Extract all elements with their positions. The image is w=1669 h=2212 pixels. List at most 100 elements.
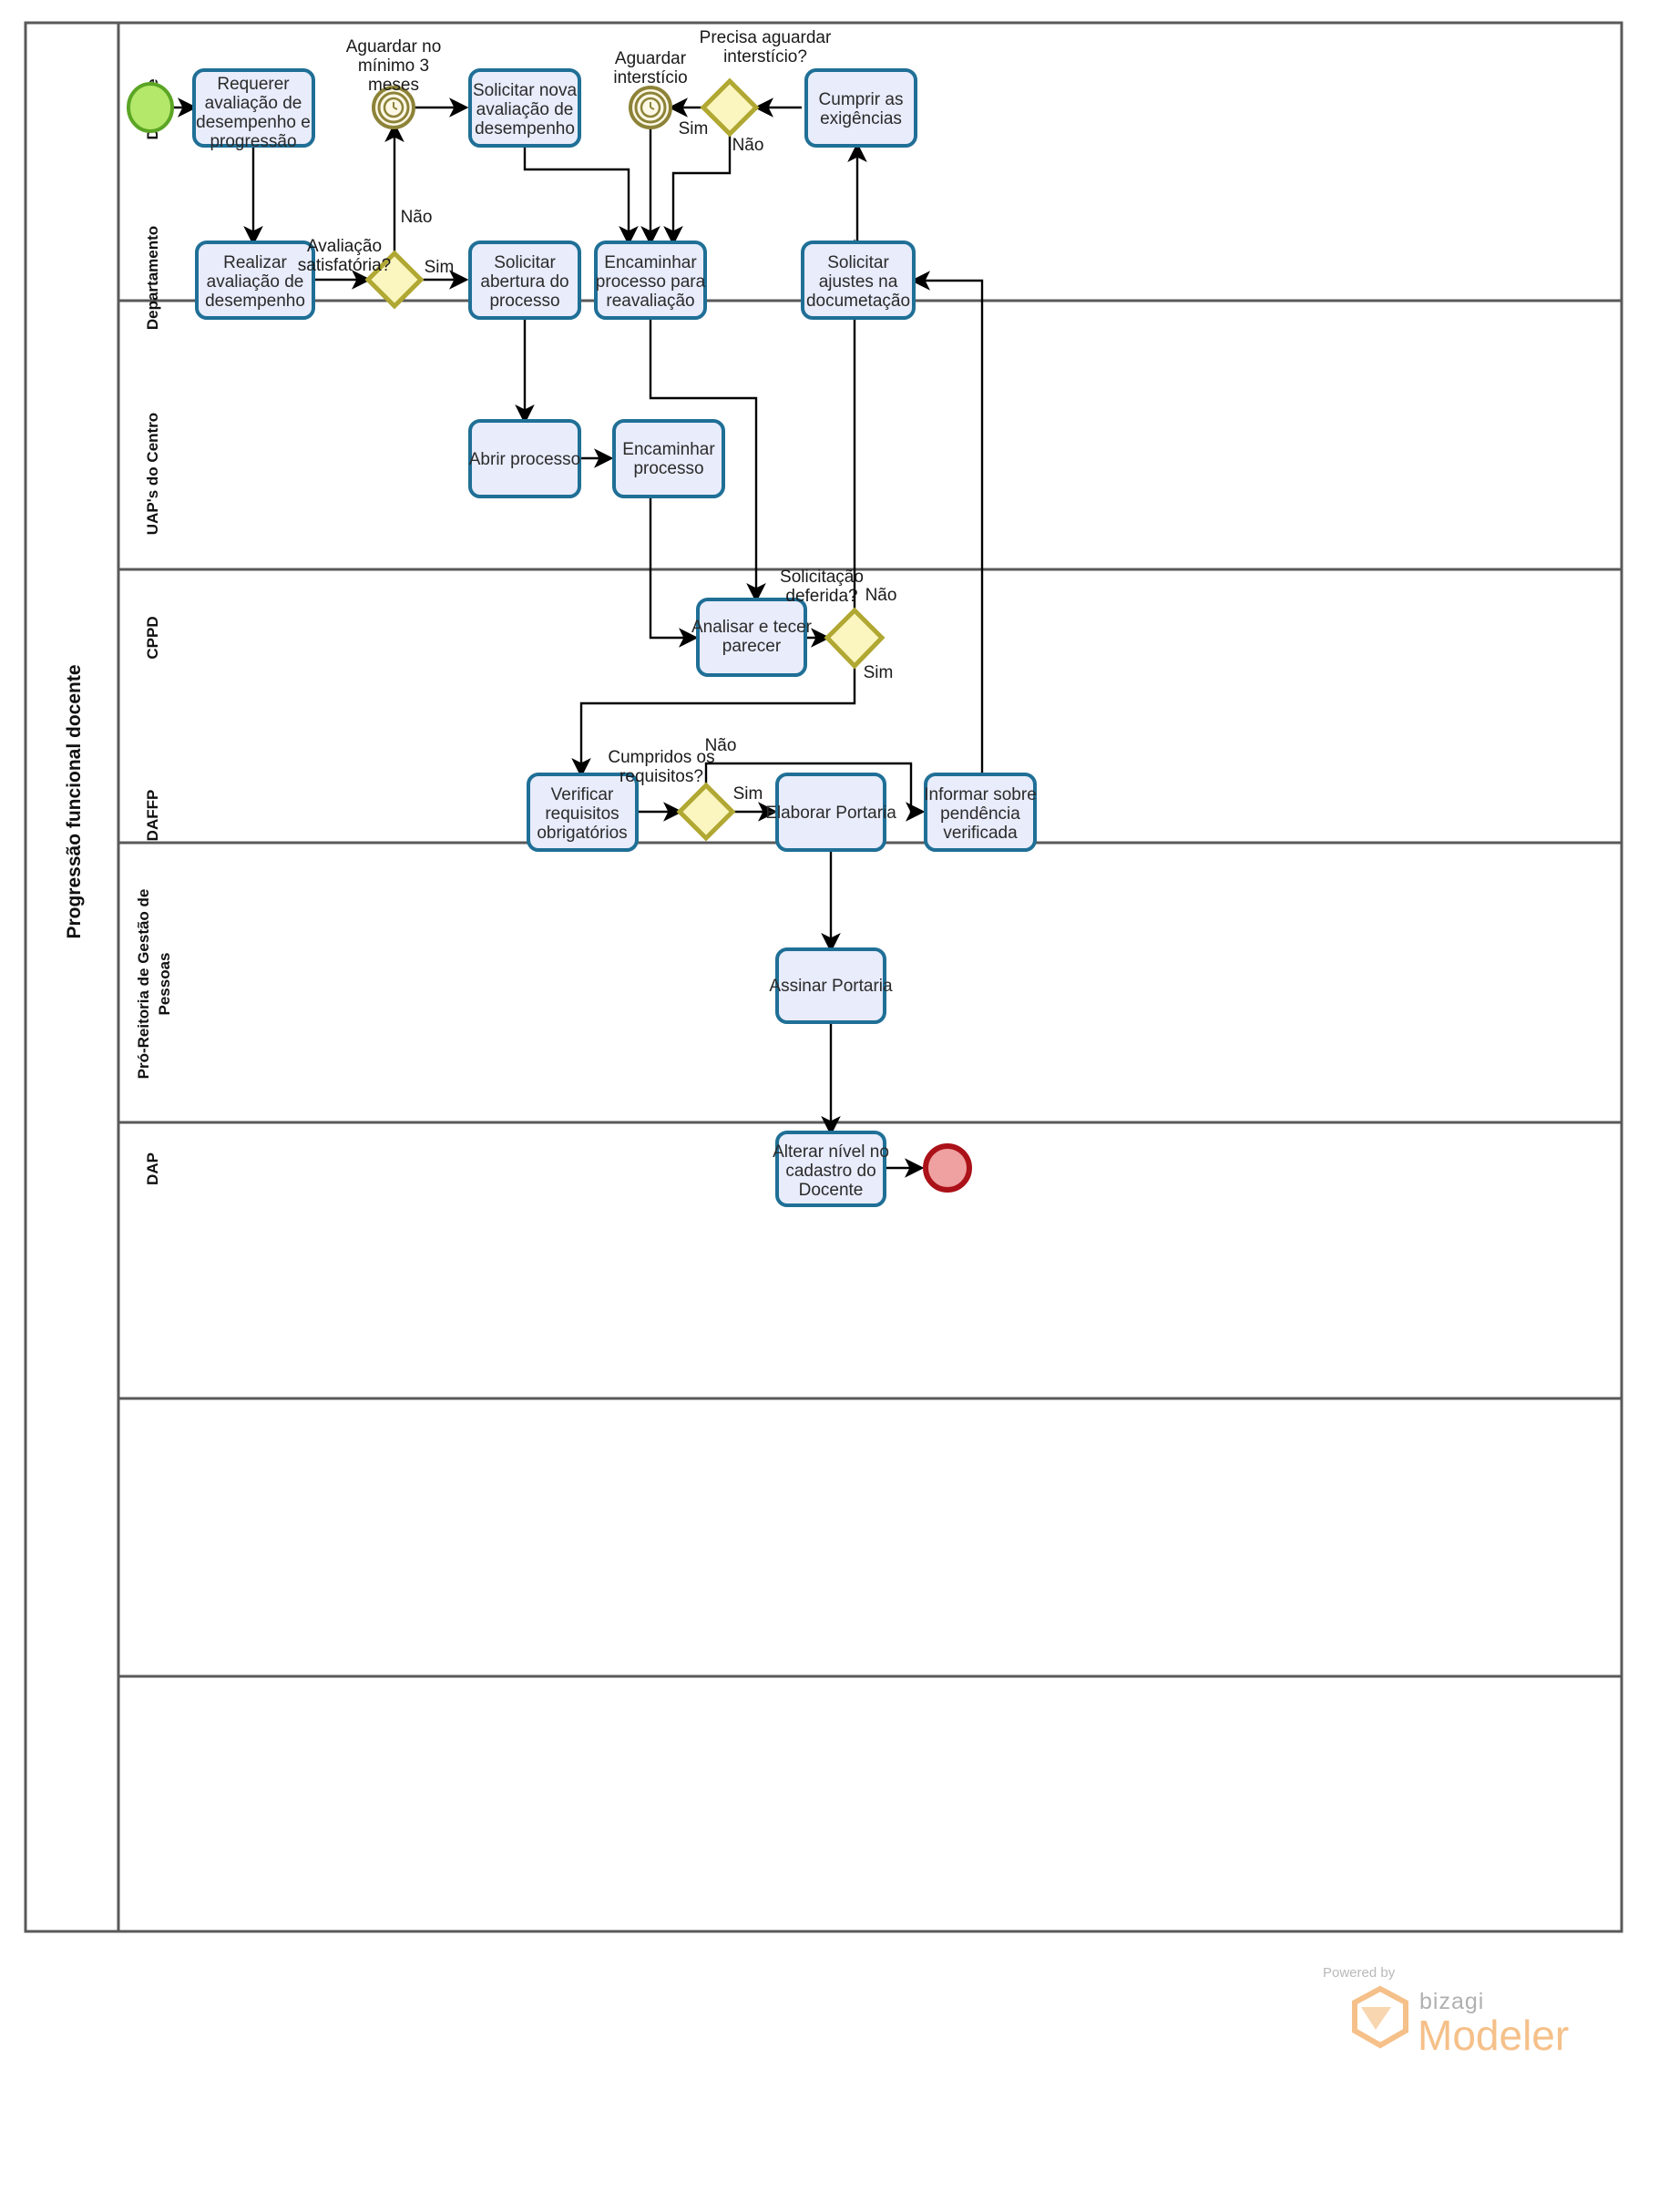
svg-text:parecer: parecer xyxy=(722,637,782,656)
svg-text:Encaminhar: Encaminhar xyxy=(622,440,715,459)
task-solicitar-abertura[interactable]: Solicitar abertura do processo xyxy=(468,241,581,320)
svg-text:mínimo 3: mínimo 3 xyxy=(358,56,429,76)
gateway-cumpridos-requisitos[interactable] xyxy=(676,782,736,842)
label-precisa-aguardar-intersticio: Precisa aguardar interstício? xyxy=(700,28,832,67)
svg-text:abertura do: abertura do xyxy=(480,272,568,292)
svg-text:desempenho e: desempenho e xyxy=(196,113,311,132)
task-realizar-avaliacao[interactable]: Realizar avaliação de desempenho xyxy=(195,241,315,320)
svg-text:Encaminhar: Encaminhar xyxy=(604,253,697,272)
label-solicitacao-deferida: Solicitação deferida? xyxy=(780,568,864,606)
pool-title: Progressão funcional docente xyxy=(64,664,85,938)
flow-label-g2-nao: Não xyxy=(401,208,433,227)
svg-text:Docente: Docente xyxy=(799,1181,864,1200)
svg-text:desempenho: desempenho xyxy=(475,119,575,138)
label-cumpridos-requisitos: Cumpridos os requisitos? xyxy=(608,748,714,786)
svg-text:ajustes na: ajustes na xyxy=(819,272,898,292)
flow-label-g3-sim: Sim xyxy=(864,663,894,682)
task-encaminhar-reavaliacao[interactable]: Encaminhar processo para reavaliação xyxy=(594,241,707,320)
lane-label-uaps: UAP's do Centro xyxy=(144,413,161,535)
bizagi-modeler-logo: Powered by bizagi Modeler xyxy=(1323,1965,1569,2059)
svg-text:satisfatória?: satisfatória? xyxy=(298,256,391,275)
flow-label-g4-nao: Não xyxy=(705,736,737,755)
svg-text:meses: meses xyxy=(368,76,419,95)
svg-text:Avaliação: Avaliação xyxy=(307,237,382,256)
task-elaborar-portaria[interactable]: Elaborar Portaria xyxy=(765,773,896,852)
task-solicitar-ajustes[interactable]: Solicitar ajustes na documetação xyxy=(801,241,916,320)
task-requerer-avaliacao[interactable]: Requerer avaliação de desempenho e progr… xyxy=(192,68,315,151)
svg-text:Requerer: Requerer xyxy=(217,75,290,94)
svg-text:Cumpridos os: Cumpridos os xyxy=(608,748,714,767)
svg-text:interstício: interstício xyxy=(613,68,687,87)
svg-text:Assinar Portaria: Assinar Portaria xyxy=(769,977,893,996)
svg-text:Realizar: Realizar xyxy=(223,253,287,272)
svg-text:Informar sobre: Informar sobre xyxy=(924,785,1037,804)
task-verificar-requisitos[interactable]: Verificar requisitos obrigatórios xyxy=(527,773,639,852)
timer-event-aguardar-3-meses[interactable] xyxy=(372,86,415,129)
gateway-solicitacao-deferida[interactable] xyxy=(824,607,886,670)
svg-text:requisitos: requisitos xyxy=(545,804,619,824)
svg-text:Precisa aguardar: Precisa aguardar xyxy=(700,28,832,47)
svg-text:Analisar e tecer: Analisar e tecer xyxy=(691,618,813,637)
bizagi-hex-icon xyxy=(1352,1985,1408,2049)
svg-text:documetação: documetação xyxy=(806,292,910,311)
task-abrir-processo[interactable]: Abrir processo xyxy=(468,419,581,498)
powered-by-label: Powered by xyxy=(1323,1965,1396,1981)
gateway-avaliacao-satisfatoria[interactable] xyxy=(364,250,425,310)
svg-text:processo para: processo para xyxy=(596,272,706,292)
task-alterar-nivel-cadastro[interactable]: Alterar nível no cadastro do Docente xyxy=(773,1131,889,1207)
svg-text:avaliação de: avaliação de xyxy=(476,100,574,119)
task-informar-pendencia[interactable]: Informar sobre pendência verificada xyxy=(924,773,1037,852)
modeler-wordmark: Modeler xyxy=(1418,2012,1569,2059)
svg-text:reavaliação: reavaliação xyxy=(606,292,694,311)
svg-text:Elaborar Portaria: Elaborar Portaria xyxy=(765,804,896,823)
label-aguardar-intersticio: Aguardar interstício xyxy=(613,49,687,87)
flow-label-g1-sim: Sim xyxy=(679,119,709,138)
svg-text:requisitos?: requisitos? xyxy=(619,767,703,786)
svg-text:processo: processo xyxy=(633,459,703,478)
svg-text:Aguardar: Aguardar xyxy=(615,49,687,68)
start-event[interactable] xyxy=(127,82,174,133)
svg-text:Cumprir as: Cumprir as xyxy=(819,90,904,109)
svg-text:avaliação de: avaliação de xyxy=(205,94,302,113)
flow-label-g4-sim: Sim xyxy=(733,784,763,804)
svg-text:obrigatórios: obrigatórios xyxy=(537,824,627,843)
svg-text:Pessoas: Pessoas xyxy=(156,953,173,1016)
task-cumprir-exigencias[interactable]: Cumprir as exigências xyxy=(804,68,917,148)
svg-text:avaliação de: avaliação de xyxy=(207,272,304,292)
timer-event-aguardar-intersticio[interactable] xyxy=(629,86,672,129)
gateway-precisa-aguardar-intersticio[interactable] xyxy=(700,77,760,138)
lane-label-departamento: Departamento xyxy=(144,226,161,330)
svg-text:desempenho: desempenho xyxy=(205,292,305,311)
svg-text:Pró-Reitoria de Gestão de: Pró-Reitoria de Gestão de xyxy=(135,889,152,1080)
svg-text:Solicitar: Solicitar xyxy=(827,253,889,272)
svg-text:interstício?: interstício? xyxy=(723,47,807,67)
svg-text:Solicitar nova: Solicitar nova xyxy=(473,81,577,100)
svg-text:deferida?: deferida? xyxy=(785,587,857,606)
pool-container xyxy=(24,21,1623,1933)
lane-label-cppd: CPPD xyxy=(144,616,161,659)
bizagi-wordmark: bizagi xyxy=(1419,1989,1484,2014)
task-analisar-tecer-parecer[interactable]: Analisar e tecer parecer xyxy=(691,598,813,677)
svg-text:Verificar: Verificar xyxy=(551,785,614,804)
task-encaminhar-processo[interactable]: Encaminhar processo xyxy=(612,419,725,498)
lane-label-progep: Pró-Reitoria de Gestão de Pessoas xyxy=(135,889,173,1080)
lane-label-daffp: DAFFP xyxy=(144,790,161,842)
svg-text:cadastro do: cadastro do xyxy=(785,1162,875,1181)
svg-text:Alterar nível no: Alterar nível no xyxy=(773,1142,889,1162)
flow-label-g1-nao: Não xyxy=(732,136,764,155)
svg-text:pendência: pendência xyxy=(940,804,1020,824)
flow-label-g3-nao: Não xyxy=(865,586,897,605)
task-assinar-portaria[interactable]: Assinar Portaria xyxy=(769,947,893,1024)
svg-text:Solicitar: Solicitar xyxy=(494,253,556,272)
label-aguardar-3-meses: Aguardar no mínimo 3 meses xyxy=(346,37,442,95)
svg-text:processo: processo xyxy=(489,292,559,311)
label-avaliacao-satisfatoria: Avaliação satisfatória? xyxy=(298,237,391,275)
svg-text:Aguardar no: Aguardar no xyxy=(346,37,442,56)
task-solicitar-nova-avaliacao[interactable]: Solicitar nova avaliação de desempenho xyxy=(468,68,581,148)
end-event[interactable] xyxy=(923,1143,972,1193)
svg-text:Solicitação: Solicitação xyxy=(780,568,864,587)
svg-text:exigências: exigências xyxy=(820,109,902,128)
svg-text:Abrir processo: Abrir processo xyxy=(469,450,581,469)
lane-label-dap: DAP xyxy=(144,1152,161,1185)
